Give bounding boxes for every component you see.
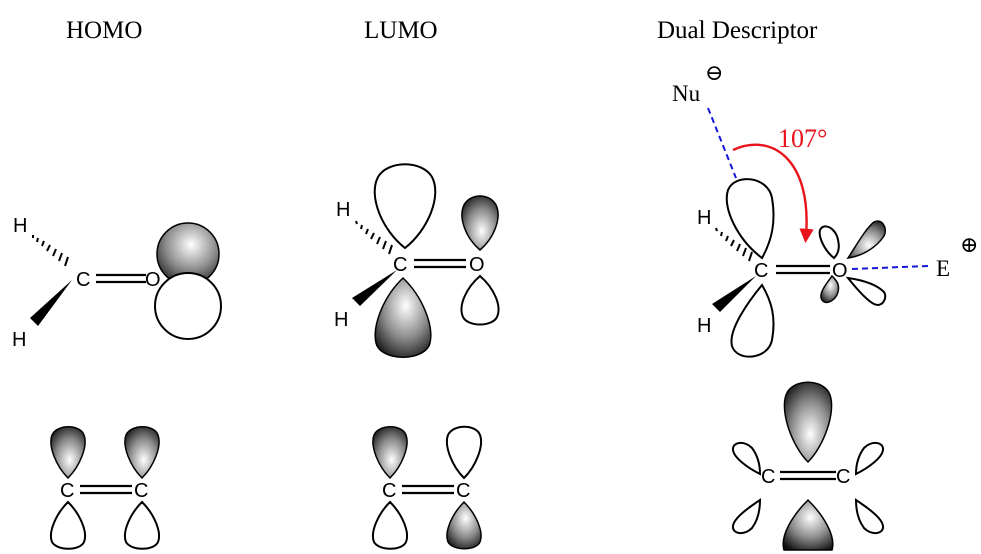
lumo-ethylene-atom-c2: C: [456, 480, 470, 502]
homo-oxygen-lobe-bottom: [154, 272, 222, 340]
lumo-formaldehyde: H H C O: [334, 163, 500, 358]
lumo-oxygen-lobe-bottom: [460, 274, 500, 326]
homo-atom-c: C: [76, 269, 90, 291]
dual-atom-c: C: [754, 260, 768, 282]
electrophile-approach-line: [851, 265, 929, 270]
dual-carbon-lobe-bottom: [730, 283, 775, 358]
lumo-ethylene-lobe-c1-top: [372, 426, 408, 480]
dual-atom-h-top: H: [697, 207, 711, 229]
lumo-atom-c: C: [393, 254, 407, 276]
lumo-atom-o: O: [469, 254, 485, 276]
lumo-ethylene-atom-c1: C: [382, 480, 396, 502]
homo-atom-o: O: [145, 269, 161, 291]
electrophile-charge: ⊕: [960, 232, 978, 257]
dual-carbon-lobe-top: [725, 178, 775, 260]
column-title-homo: HOMO: [66, 17, 142, 44]
homo-atom-h-bottom: H: [12, 329, 26, 351]
column-title-dual-descriptor: Dual Descriptor: [657, 17, 818, 44]
dual-ethylene-lobe-bottom: [782, 498, 834, 551]
lumo-atom-h-bottom: H: [334, 309, 348, 331]
nucleophile-charge: ⊖: [705, 60, 723, 85]
lumo-ethylene-lobe-c2-bottom: [446, 500, 482, 550]
attack-angle-label: 107°: [778, 124, 827, 153]
dual-oxygen-lobe-lower-right: [845, 276, 887, 306]
lumo-atom-h-top: H: [336, 199, 350, 221]
homo-wedge-bond: [30, 280, 72, 326]
dual-formaldehyde: H H C O Nu ⊖ E ⊕ 107°: [672, 60, 978, 358]
dual-ethylene: C C: [731, 381, 885, 551]
column-title-lumo: LUMO: [364, 17, 438, 44]
homo-ethylene-lobe-c1-bottom: [50, 500, 86, 550]
dual-oxygen-lobe-upper-left: [818, 225, 840, 260]
dual-atom-h-bottom: H: [697, 315, 711, 337]
dual-ethylene-lobe-upper-right: [854, 442, 885, 476]
nucleophile-label: Nu: [672, 81, 701, 106]
dual-oxygen-lobe-upper-right: [846, 220, 886, 259]
homo-ethylene-atom-c2: C: [134, 480, 148, 502]
dual-wedge-bond: [712, 276, 756, 312]
dual-ethylene-atom-c2: C: [836, 466, 850, 488]
homo-atom-h-top: H: [13, 215, 27, 237]
attack-angle-arrow: [732, 143, 814, 244]
dual-ethylene-lobe-upper-left: [731, 442, 762, 476]
homo-ethylene-lobe-c2-top: [124, 426, 160, 480]
homo-formaldehyde: H H C O: [12, 215, 222, 351]
lumo-ethylene-lobe-c1-bottom: [372, 500, 408, 550]
homo-hatched-bond: [32, 235, 69, 267]
dual-hatched-bond: [715, 227, 753, 262]
homo-ethylene-atom-c1: C: [60, 480, 74, 502]
homo-ethylene-lobe-c2-bottom: [124, 500, 160, 550]
lumo-ethylene-lobe-c2-top: [446, 425, 482, 480]
nucleophile-approach-line: [707, 107, 737, 179]
electrophile-label: E: [936, 256, 950, 281]
dual-ethylene-atom-c1: C: [761, 466, 775, 488]
lumo-wedge-bond: [352, 270, 397, 306]
lumo-ethylene: C C: [372, 425, 482, 550]
dual-oxygen-lobe-lower-left: [820, 274, 840, 304]
lumo-oxygen-lobe-top: [461, 195, 499, 251]
homo-ethylene: C C: [50, 426, 160, 550]
lumo-carbon-lobe-top: [373, 163, 437, 250]
lumo-hatched-bond: [355, 220, 393, 255]
dual-atom-o: O: [832, 260, 848, 282]
dual-ethylene-lobe-lower-right: [854, 498, 885, 534]
lumo-carbon-lobe-bottom: [374, 276, 432, 358]
dual-ethylene-lobe-lower-left: [731, 498, 762, 534]
homo-ethylene-lobe-c1-top: [50, 426, 86, 480]
dual-ethylene-lobe-top: [783, 381, 833, 464]
